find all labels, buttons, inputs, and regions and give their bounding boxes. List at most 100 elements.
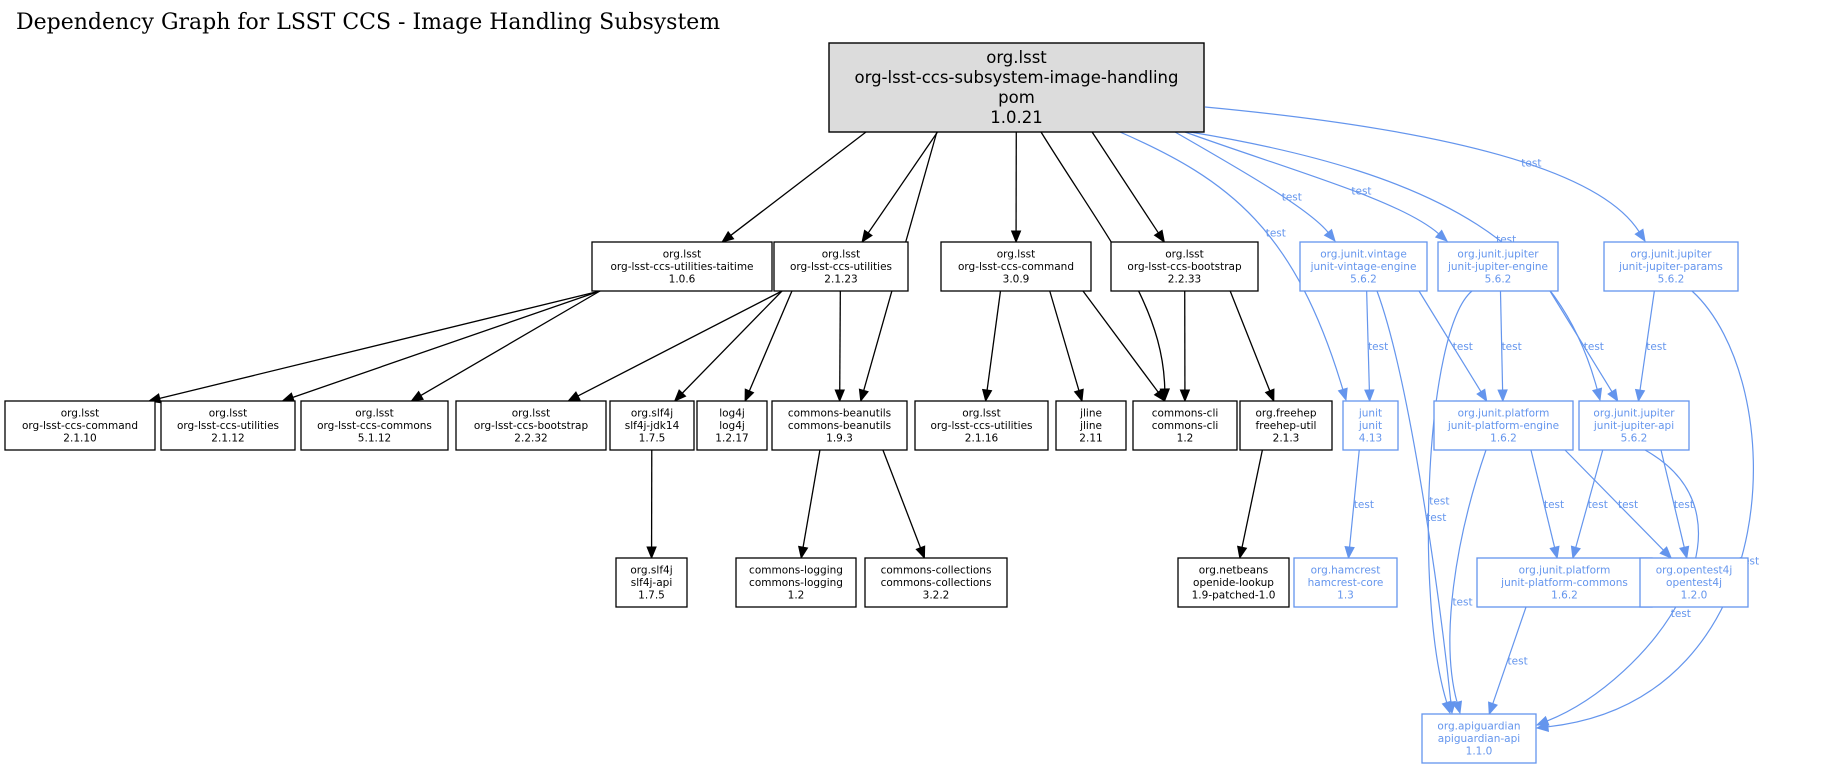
node-box [864, 557, 1008, 608]
edge-label: test [1452, 596, 1472, 608]
edge-line [1229, 290, 1271, 392]
edge-arrowhead [1237, 545, 1248, 560]
edge-line [1427, 290, 1473, 703]
edge-line [1547, 290, 1754, 728]
edge-label: test [1453, 341, 1473, 353]
node-box [615, 557, 688, 608]
node-box [940, 241, 1092, 292]
edge-label: test [1354, 499, 1374, 511]
edge-line [1366, 290, 1370, 391]
edge-line [867, 131, 939, 234]
node-box [696, 400, 768, 451]
edge-root-to-taitime [721, 131, 867, 243]
edge-arrowhead [410, 390, 424, 402]
edge-arrowhead [1323, 228, 1336, 243]
node-box [591, 241, 773, 292]
edge-juppar-to-apiguardian: test [1535, 290, 1759, 732]
edge-arrowhead [1591, 387, 1603, 402]
edge-arrowhead [1488, 701, 1498, 716]
node-label-line: org.lsst [997, 249, 1036, 261]
node-label-line: commons-logging [749, 577, 843, 589]
node-label-line: commons-logging [749, 565, 843, 577]
edge-util2123-to-boot2232 [567, 290, 783, 402]
edge-slf4jjdk-to-slf4japi [646, 449, 657, 560]
edge-arrowhead [1679, 545, 1690, 560]
edge-boot2233-to-freehep [1229, 290, 1275, 403]
node-label-line: org.slf4j [631, 408, 673, 420]
node-box [609, 400, 695, 451]
edge-jupeng-to-apiguardian: test [1427, 290, 1473, 715]
nodes-layer: org.lsstorg-lsst-ccs-subsystem-image-han… [4, 42, 1749, 764]
node-label-line: org-lsst-ccs-utilities [177, 420, 279, 432]
node-box [735, 557, 857, 608]
edge-line [1091, 131, 1159, 234]
edge-arrowhead [1434, 229, 1448, 242]
node-label-line: org.lsst [61, 408, 100, 420]
node-label-line: org-lsst-ccs-bootstrap [1127, 261, 1242, 273]
edge-arrowhead [1549, 545, 1560, 560]
node-box [455, 400, 607, 451]
edge-root-to-jupeng: test [1184, 131, 1448, 242]
edge-arrowhead [1153, 229, 1166, 244]
node-label-line: 3.0.9 [1003, 274, 1030, 286]
node-label-line: org.lsst [962, 408, 1001, 420]
node-label-line: org.lsst [1165, 249, 1204, 261]
node-box [1437, 241, 1559, 292]
edge-line [1449, 449, 1487, 703]
edge-root-to-boot2233 [1091, 131, 1166, 244]
node-label-line: 1.6.2 [1551, 590, 1578, 602]
edge-line [681, 290, 783, 394]
edge-platcom-to-apiguardian: test [1488, 606, 1528, 716]
node-label-line: pom [998, 88, 1035, 107]
node-label-line: freehep-util [1256, 420, 1317, 432]
edge-line [1639, 290, 1655, 391]
node-plateng: org.junit.platformjunit-platform-engine1… [1433, 400, 1574, 451]
node-label-line: org.slf4j [630, 565, 672, 577]
edge-arrowhead [834, 389, 845, 403]
edge-line [1660, 449, 1685, 548]
node-label-line: log4j [719, 420, 745, 432]
edge-line [577, 290, 783, 397]
edge-arrowhead [1344, 546, 1355, 560]
node-label-line: org-lsst-ccs-command [958, 261, 1074, 273]
node-box [1132, 400, 1238, 451]
edge-line [420, 290, 601, 397]
node-label-line: 5.6.2 [1658, 274, 1685, 286]
node-platcom: org.junit.platformjunit-platform-commons… [1476, 557, 1653, 608]
node-label-line: junit [1358, 408, 1382, 420]
edge-arrowhead [1337, 387, 1348, 402]
edge-arrowhead [1441, 700, 1452, 715]
node-label-line: org.opentest4j [1656, 565, 1733, 577]
node-label-line: junit-jupiter-engine [1447, 261, 1548, 273]
node-label-line: junit [1358, 420, 1382, 432]
node-label-line: org.junit.platform [1458, 408, 1550, 420]
edge-cmd309-to-util2116 [981, 290, 1002, 403]
edge-cmd309-to-cli [1082, 290, 1166, 403]
node-label-line: org.freehep [1255, 408, 1316, 420]
node-label-line: 5.6.2 [1485, 274, 1512, 286]
edge-arrowhead [798, 545, 809, 560]
node-label-line: slf4j-jdk14 [625, 420, 680, 432]
edge-arrowhead [1451, 700, 1463, 715]
edge-arrowhead [1607, 388, 1619, 403]
edge-beanutils-to-logging [798, 449, 821, 560]
node-box [1177, 557, 1290, 608]
edge-arrowhead [1179, 389, 1191, 403]
node-label-line: org.junit.vintage [1320, 249, 1407, 261]
edge-freehep-to-openide [1237, 449, 1264, 560]
node-label-line: org.hamcrest [1311, 565, 1381, 577]
edge-label: test [1508, 656, 1528, 668]
edge-arrowhead [1570, 545, 1581, 560]
node-label-line: org-lsst-ccs-utilities [930, 420, 1032, 432]
edge-arrowhead [1073, 388, 1084, 403]
node-label-line: org.junit.platform [1519, 565, 1611, 577]
